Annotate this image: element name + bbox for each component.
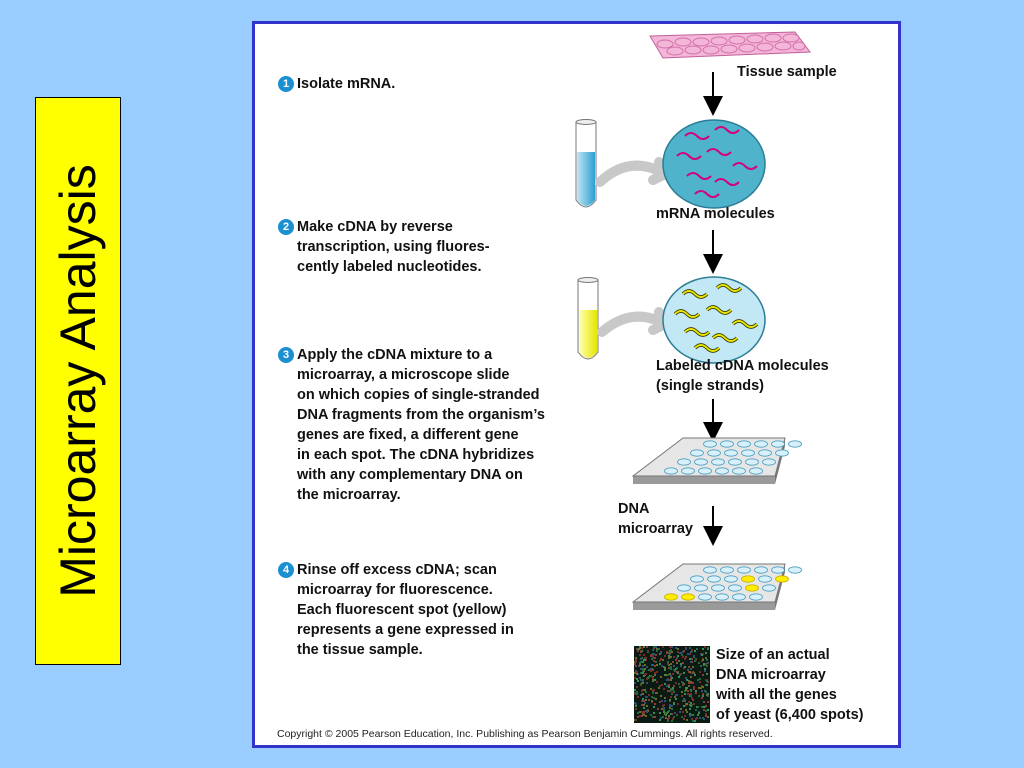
tissue-sample-label: Tissue sample [737,64,837,80]
mrna-molecules-icon [662,119,766,209]
step-2-text: Make cDNA by reverse transcription, usin… [297,219,490,275]
microarray-spot [711,584,725,592]
microarray-spot [677,584,691,592]
microarray-spot [737,440,751,448]
microarray-spot [707,575,721,583]
step-1-badge: 1 [278,76,294,92]
microarray-spot [724,575,738,583]
cdna-molecules-icon [662,276,766,364]
actual-size-caption: Size of an actual DNA microarray with al… [716,647,864,723]
diagram-graphics [575,31,811,723]
microarray-spot [720,440,734,448]
microarray-spot [707,449,721,457]
microarray-spot [754,566,768,574]
microarray-spot [681,467,695,475]
cdna-molecules-label: Labeled cDNA molecules (single strands) [656,358,829,394]
microarray-spot [741,449,755,457]
step-1-text: Isolate mRNA. [297,76,396,92]
microarray-spot [703,440,717,448]
microarray-spot [711,458,725,466]
microarray-spot [690,575,704,583]
microarray-spot [728,458,742,466]
step-4-text: Rinse off excess cDNA; scan microarray f… [297,562,514,658]
slide-title: Microarray Analysis [50,164,106,598]
tissue-sample-icon [649,31,811,59]
microarray-spot [732,467,746,475]
microarray-spot [788,440,802,448]
microarray-spot [664,593,678,601]
microarray-spot [775,449,789,457]
microarray-spot [732,593,746,601]
microarray-spot [745,458,759,466]
side-title-box: Microarray Analysis [35,97,121,665]
microarray-spot [681,593,695,601]
microarray-spot [715,467,729,475]
step-2-badge: 2 [278,219,294,235]
copyright-notice: Copyright © 2005 Pearson Education, Inc.… [277,728,773,740]
actual-microarray-image [634,646,710,723]
mrna-molecules-label: mRNA molecules [656,206,775,222]
microarray-spot [741,575,755,583]
microarray-spot [698,593,712,601]
microarray-spot [758,575,772,583]
dna-microarray-icon [631,437,802,484]
microarray-spot [771,566,785,574]
microarray-spot [724,449,738,457]
microarray-spot [758,449,772,457]
microarray-spot [737,566,751,574]
microarray-spot [728,584,742,592]
step-3-badge: 3 [278,347,294,363]
microarray-spot [715,593,729,601]
microarray-spot [677,458,691,466]
dna-microarray-label: DNA microarray [618,501,693,537]
microarray-spot [749,593,763,601]
microarray-spot [664,467,678,475]
test-tube-blue-icon [575,119,597,208]
curved-arrow-cdna [597,307,677,337]
microarray-spot [745,584,759,592]
microarray-spot [749,467,763,475]
microarray-spot [690,449,704,457]
microarray-spot [754,440,768,448]
microarray-spot [720,566,734,574]
scanned-microarray-icon [631,563,802,610]
microarray-spot [775,575,789,583]
microarray-spot [788,566,802,574]
step-4-badge: 4 [278,562,294,578]
microarray-spot [703,566,717,574]
microarray-spot [698,467,712,475]
microarray-spot [762,584,776,592]
step-3-text: Apply the cDNA mixture to a microarray, … [297,347,545,503]
test-tube-yellow-icon [577,277,599,360]
microarray-spot [694,584,708,592]
microarray-spot [694,458,708,466]
microarray-spot [762,458,776,466]
microarray-spot [771,440,785,448]
curved-arrow-mrna [595,157,677,187]
